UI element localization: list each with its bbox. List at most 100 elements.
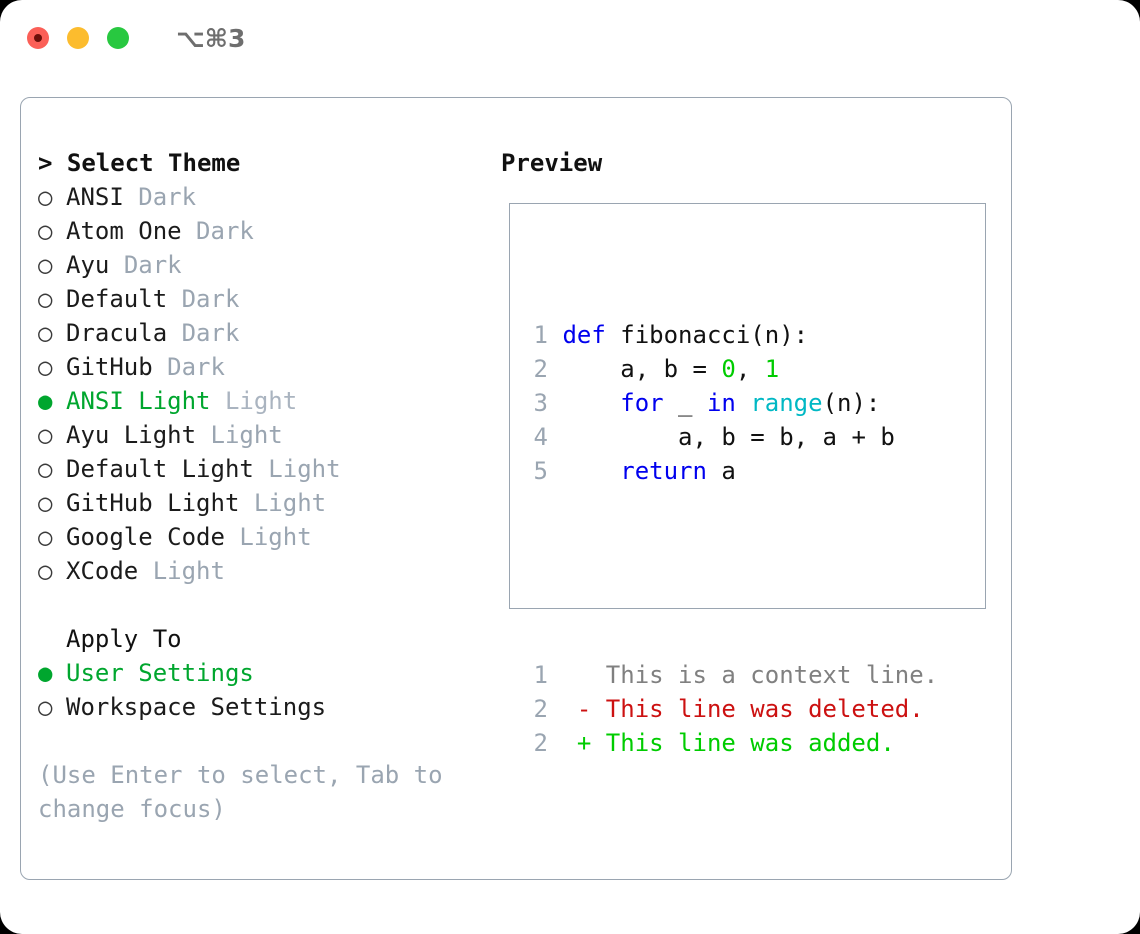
- theme-kind-label: Dark: [181, 285, 240, 313]
- theme-kind-label: Light: [152, 557, 225, 585]
- keyboard-shortcut-label: ⌥⌘3: [176, 23, 246, 53]
- theme-name-label: Ayu Light: [66, 421, 197, 449]
- apply-to-heading: Apply To: [66, 625, 182, 653]
- main-panel: > Select Theme ○ANSI Dark○Atom One Dark○…: [20, 97, 1012, 880]
- title-bar: ⌥⌘3: [0, 0, 1140, 76]
- radio-unselected-icon: ○: [38, 557, 53, 585]
- theme-list-item[interactable]: ○ GitHub Dark: [38, 350, 488, 384]
- radio-selected-icon: ●: [38, 659, 53, 687]
- code-token: for: [620, 389, 664, 417]
- diff-line-group: 1 This is a context line.2 - This line w…: [523, 658, 939, 760]
- radio-unselected-icon: ○: [38, 693, 53, 721]
- diff-line: 2 - This line was deleted.: [523, 692, 938, 726]
- radio-unselected-icon: ○: [38, 285, 53, 313]
- radio-unselected-icon: ○: [38, 319, 53, 347]
- radio-unselected-icon: ○: [38, 523, 53, 551]
- theme-name-label: Ayu: [66, 251, 110, 279]
- theme-list-item[interactable]: ○ Default Light Light: [38, 452, 488, 486]
- code-token: return: [620, 457, 707, 485]
- theme-name-label: XCode: [66, 557, 139, 585]
- radio-unselected-icon: ○: [38, 455, 53, 483]
- preview-heading: Preview: [501, 149, 603, 177]
- theme-list-item[interactable]: ○ XCode Light: [38, 554, 488, 588]
- theme-kind-label: Dark: [138, 183, 197, 211]
- select-theme-heading: > Select Theme: [38, 149, 241, 177]
- close-window-icon[interactable]: [27, 27, 49, 49]
- code-blank-line: [523, 556, 938, 590]
- theme-list-item[interactable]: ○ Atom One Dark: [38, 214, 488, 248]
- code-line: 5 return a: [523, 454, 938, 488]
- code-token: fibonacci(n):: [605, 321, 809, 349]
- code-token: _: [663, 389, 707, 417]
- theme-kind-label: Dark: [181, 319, 240, 347]
- code-token: def: [562, 321, 606, 349]
- code-token: [562, 457, 620, 485]
- theme-list-item[interactable]: ●ANSI Light Light: [38, 384, 488, 418]
- theme-kind-label: Light: [239, 523, 312, 551]
- theme-kind-label: Light: [210, 421, 283, 449]
- theme-name-label: Google Code: [66, 523, 225, 551]
- preview-column: Preview 1 def fibonacci(n):2 a, b = 0, 1…: [501, 146, 1001, 757]
- theme-list-item[interactable]: ○ Default Dark: [38, 282, 488, 316]
- theme-list-item[interactable]: ○ Ayu Light Light: [38, 418, 488, 452]
- radio-selected-icon: ●: [38, 387, 53, 415]
- code-token: range: [750, 389, 823, 417]
- theme-name-label: GitHub Light: [66, 489, 240, 517]
- code-line-number: 1: [533, 321, 548, 349]
- radio-unselected-icon: ○: [38, 251, 53, 279]
- code-line-number: 3: [533, 389, 548, 417]
- theme-name-label: Default: [66, 285, 168, 313]
- theme-list-item[interactable]: ○ Google Code Light: [38, 520, 488, 554]
- theme-list-item[interactable]: ○ Dracula Dark: [38, 316, 488, 350]
- radio-unselected-icon: ○: [38, 353, 53, 381]
- diff-text: This line was deleted.: [605, 695, 924, 723]
- apply-to-list[interactable]: ● User Settings ○Workspace Settings: [38, 656, 488, 724]
- theme-list[interactable]: ○ANSI Dark○Atom One Dark○Ayu Dark○Defaul…: [38, 180, 488, 588]
- code-line: 4 a, b = b, a + b: [523, 420, 938, 454]
- theme-kind-label: Dark: [167, 353, 225, 381]
- minimize-window-icon[interactable]: [67, 27, 89, 49]
- code-line-number: 4: [533, 423, 548, 451]
- theme-name-label: GitHub: [66, 353, 153, 381]
- code-line: 1 def fibonacci(n):: [523, 318, 938, 352]
- radio-unselected-icon: ○: [38, 421, 53, 449]
- code-token: a: [706, 457, 736, 485]
- code-token: [562, 389, 620, 417]
- diff-line-number: 1: [533, 661, 548, 689]
- theme-name-label: Dracula: [66, 319, 168, 347]
- apply-to-option[interactable]: ○Workspace Settings: [38, 690, 488, 724]
- diff-text: This is a context line.: [605, 661, 939, 689]
- theme-list-item[interactable]: ○GitHub Light Light: [38, 486, 488, 520]
- theme-name-label: ANSI Light: [66, 387, 211, 415]
- code-line-number: 5: [533, 457, 548, 485]
- code-token: (n):: [822, 389, 881, 417]
- code-token: a, b = b, a + b: [562, 423, 895, 451]
- code-token: in: [706, 389, 736, 417]
- code-token: 0: [721, 355, 736, 383]
- radio-unselected-icon: ○: [38, 217, 53, 245]
- theme-kind-label: Light: [268, 455, 341, 483]
- theme-name-label: Atom One: [66, 217, 182, 245]
- diff-line-number: 2: [533, 695, 548, 723]
- maximize-window-icon[interactable]: [107, 27, 129, 49]
- theme-selector-column: > Select Theme ○ANSI Dark○Atom One Dark○…: [38, 146, 488, 826]
- theme-list-item[interactable]: ○ANSI Dark: [38, 180, 488, 214]
- radio-unselected-icon: ○: [38, 183, 53, 211]
- diff-line: 1 This is a context line.: [523, 658, 939, 692]
- theme-name-label: Default Light: [66, 455, 254, 483]
- code-token: ,: [735, 355, 765, 383]
- traffic-lights: [27, 27, 129, 49]
- code-line-number: 2: [533, 355, 548, 383]
- theme-kind-label: Dark: [123, 251, 182, 279]
- code-token: [736, 389, 750, 417]
- apply-to-label: User Settings: [66, 659, 254, 687]
- diff-line: 2 + This line was added.: [523, 726, 938, 760]
- theme-list-item[interactable]: ○ Ayu Dark: [38, 248, 488, 282]
- code-line: 2 a, b = 0, 1: [523, 352, 938, 386]
- theme-kind-label: Dark: [196, 217, 254, 245]
- apply-to-option[interactable]: ● User Settings: [38, 656, 488, 690]
